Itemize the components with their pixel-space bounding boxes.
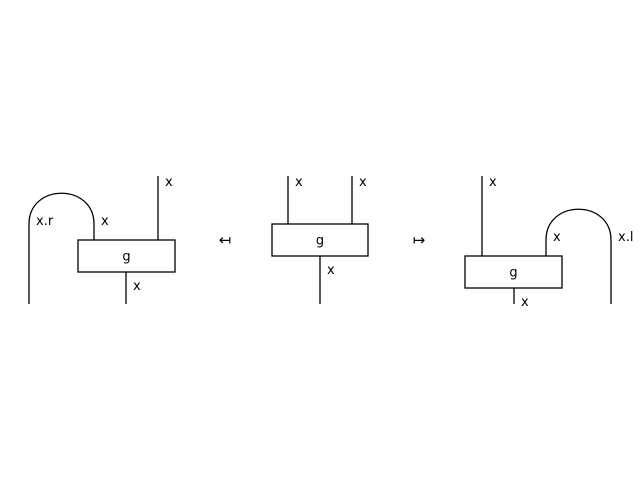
right-diagram: g x x x.l x	[464, 175, 633, 310]
right-inner-wire-label: x	[553, 230, 561, 245]
maps-from-arrow: ↤	[219, 231, 232, 249]
left-diagram: g x.r x x x	[28, 175, 176, 304]
center-bottom-label: x	[327, 263, 335, 278]
center-g-label: g	[316, 234, 324, 249]
maps-to-arrow: ↦	[413, 231, 426, 249]
right-bottom-wire-label: x	[521, 295, 529, 310]
right-g-label: g	[509, 266, 517, 281]
center-diagram: g x x x	[271, 175, 369, 304]
right-cup-label: x.l	[618, 230, 633, 245]
center-top-left-label: x	[295, 175, 303, 190]
left-cup-label: x.r	[36, 214, 54, 229]
left-g-label: g	[122, 250, 130, 265]
right-cup-wire	[545, 208, 612, 304]
left-inner-wire-label: x	[101, 214, 109, 229]
left-g-box	[77, 239, 176, 273]
left-cup-wire	[28, 192, 95, 304]
right-top-wire-label: x	[489, 175, 497, 190]
left-top-wire-label: x	[165, 175, 173, 190]
left-bottom-wire-label: x	[133, 279, 141, 294]
right-g-box	[464, 255, 563, 289]
center-top-right-label: x	[359, 175, 367, 190]
